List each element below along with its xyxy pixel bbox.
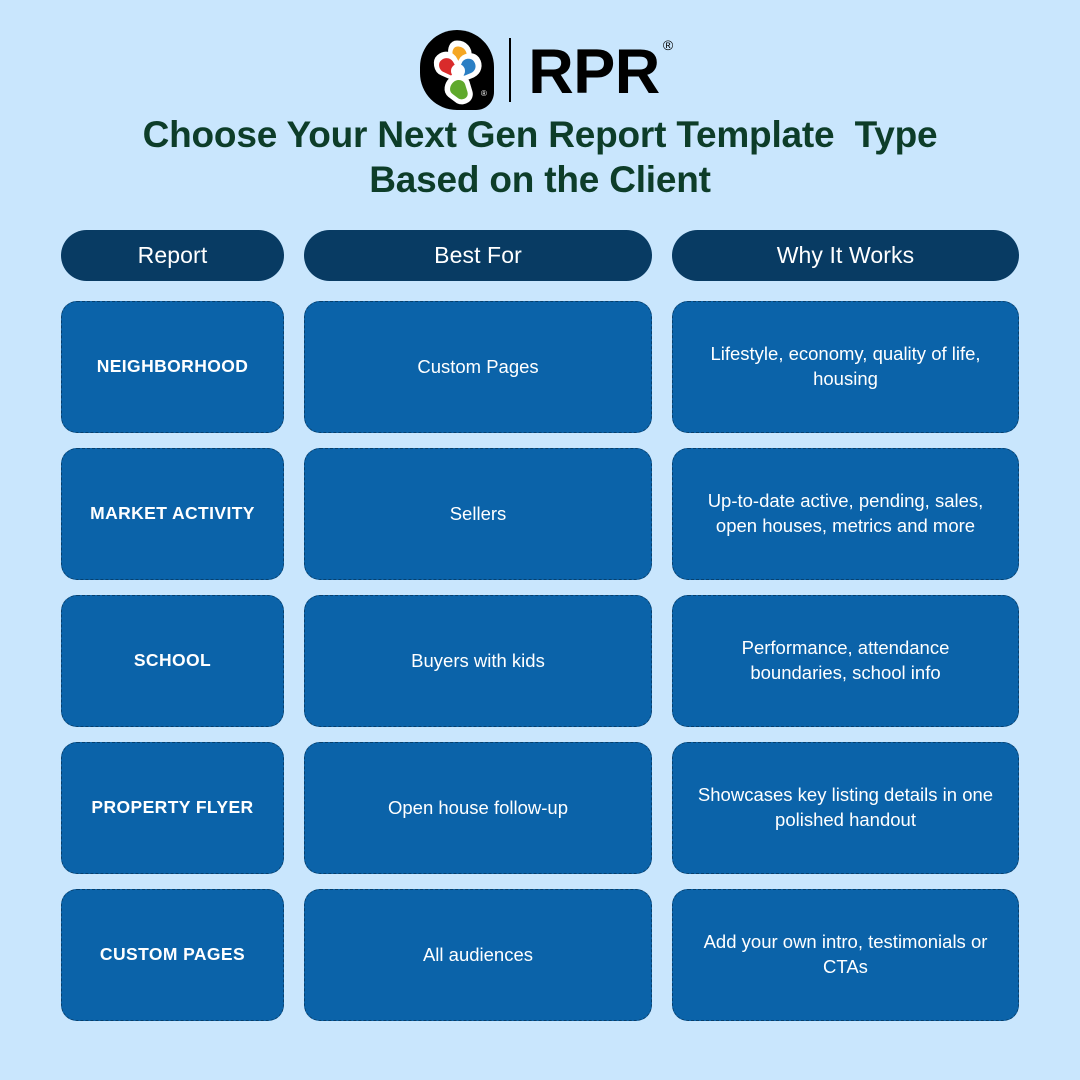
why-it-works-cell: Showcases key listing details in one pol…: [672, 742, 1019, 874]
best-for-cell: Buyers with kids: [304, 595, 652, 727]
best-for-cell: Custom Pages: [304, 301, 652, 433]
report-template-table: Report Best For Why It Works NEIGHBORHOO…: [61, 230, 1019, 1021]
svg-text:®: ®: [481, 89, 487, 98]
rpr-pinwheel-logo-icon: ®: [420, 30, 495, 110]
brand-logo: ® RPR®: [0, 28, 1080, 112]
why-it-works-cell: Up-to-date active, pending, sales, open …: [672, 448, 1019, 580]
best-for-cell: Open house follow-up: [304, 742, 652, 874]
table-header-row: Report Best For Why It Works: [61, 230, 1019, 281]
column-header-why-it-works: Why It Works: [672, 230, 1019, 281]
report-name-cell: SCHOOL: [61, 595, 284, 727]
why-it-works-cell: Lifestyle, economy, quality of life, hou…: [672, 301, 1019, 433]
report-name-cell: CUSTOM PAGES: [61, 889, 284, 1021]
registered-trademark-symbol: ®: [662, 36, 673, 53]
why-it-works-cell: Performance, attendance boundaries, scho…: [672, 595, 1019, 727]
table-row: CUSTOM PAGES All audiences Add your own …: [61, 889, 1019, 1021]
why-it-works-cell: Add your own intro, testimonials or CTAs: [672, 889, 1019, 1021]
best-for-cell: All audiences: [304, 889, 652, 1021]
table-row: MARKET ACTIVITY Sellers Up-to-date activ…: [61, 448, 1019, 580]
logo-divider: [509, 38, 512, 102]
table-row: SCHOOL Buyers with kids Performance, att…: [61, 595, 1019, 727]
column-header-report: Report: [61, 230, 284, 281]
report-name-cell: PROPERTY FLYER: [61, 742, 284, 874]
rpr-wordmark: RPR®: [528, 36, 673, 107]
report-name-cell: NEIGHBORHOOD: [61, 301, 284, 433]
wordmark-text: RPR: [528, 36, 660, 107]
best-for-cell: Sellers: [304, 448, 652, 580]
table-row: PROPERTY FLYER Open house follow-up Show…: [61, 742, 1019, 874]
table-row: NEIGHBORHOOD Custom Pages Lifestyle, eco…: [61, 301, 1019, 433]
report-name-cell: MARKET ACTIVITY: [61, 448, 284, 580]
column-header-best-for: Best For: [304, 230, 652, 281]
page-title: Choose Your Next Gen Report Template Typ…: [142, 114, 938, 201]
